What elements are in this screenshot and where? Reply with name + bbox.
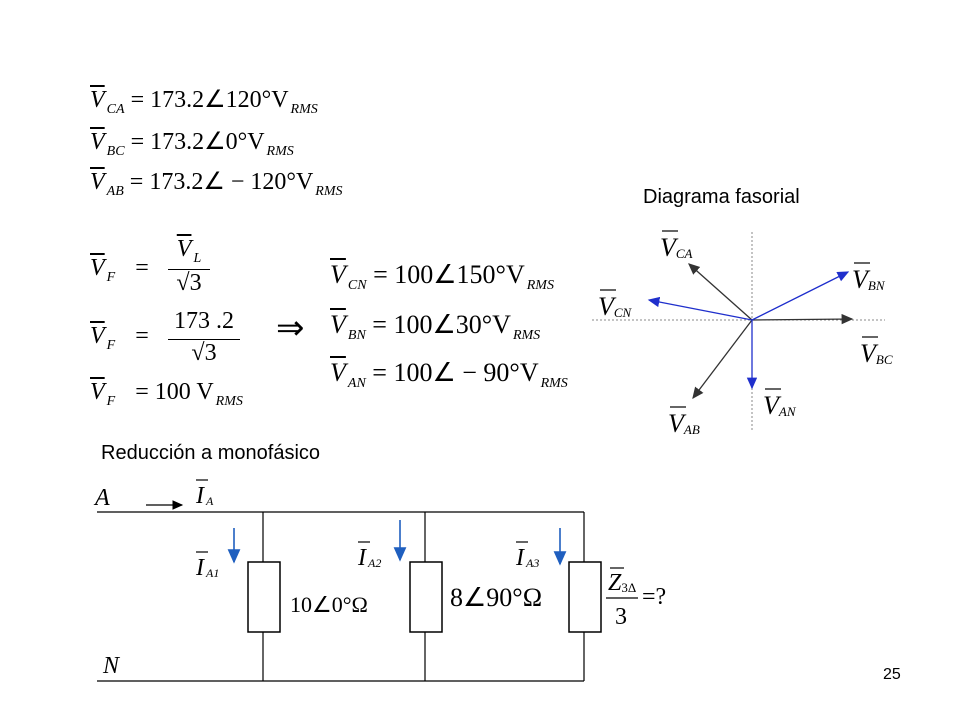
impedance-3-fraction: Z3Δ 3 =? bbox=[606, 567, 666, 630]
impedance-box-2 bbox=[409, 561, 443, 633]
label-vab: VAB bbox=[668, 409, 700, 438]
svg-text:3: 3 bbox=[615, 604, 627, 630]
phasor-vcn bbox=[647, 296, 753, 321]
node-a-label: A bbox=[93, 485, 110, 511]
impedance-2-value: 8∠90°Ω bbox=[450, 583, 542, 612]
phasor-vbc bbox=[751, 313, 854, 325]
node-n-label: N bbox=[102, 653, 121, 679]
fraction-173-over-sqrt3: 173 .2 √3 bbox=[168, 308, 240, 367]
svg-text:Z3Δ: Z3Δ bbox=[608, 570, 636, 596]
phasor-diagram-title: Diagrama fasorial bbox=[643, 186, 800, 208]
label-vbc: VBC bbox=[860, 339, 893, 368]
phasor-vca bbox=[688, 263, 753, 321]
implies-arrow: ⇒ bbox=[276, 310, 305, 347]
label-vca: VCA bbox=[660, 233, 693, 262]
svg-text:=?: =? bbox=[642, 584, 666, 610]
impedance-1-value: 10∠0°Ω bbox=[290, 592, 368, 617]
impedance-box-1 bbox=[247, 561, 281, 633]
label-vbn: VBN bbox=[852, 265, 886, 294]
phasor-vab bbox=[692, 319, 753, 400]
label-vcn: VCN bbox=[598, 292, 633, 321]
label-van: VAN bbox=[763, 391, 797, 420]
page-number: 25 bbox=[883, 666, 901, 683]
circuit-title: Reducción a monofásico bbox=[101, 442, 321, 464]
impedance-box-3 bbox=[568, 561, 602, 633]
phasor-vbn bbox=[751, 271, 850, 321]
